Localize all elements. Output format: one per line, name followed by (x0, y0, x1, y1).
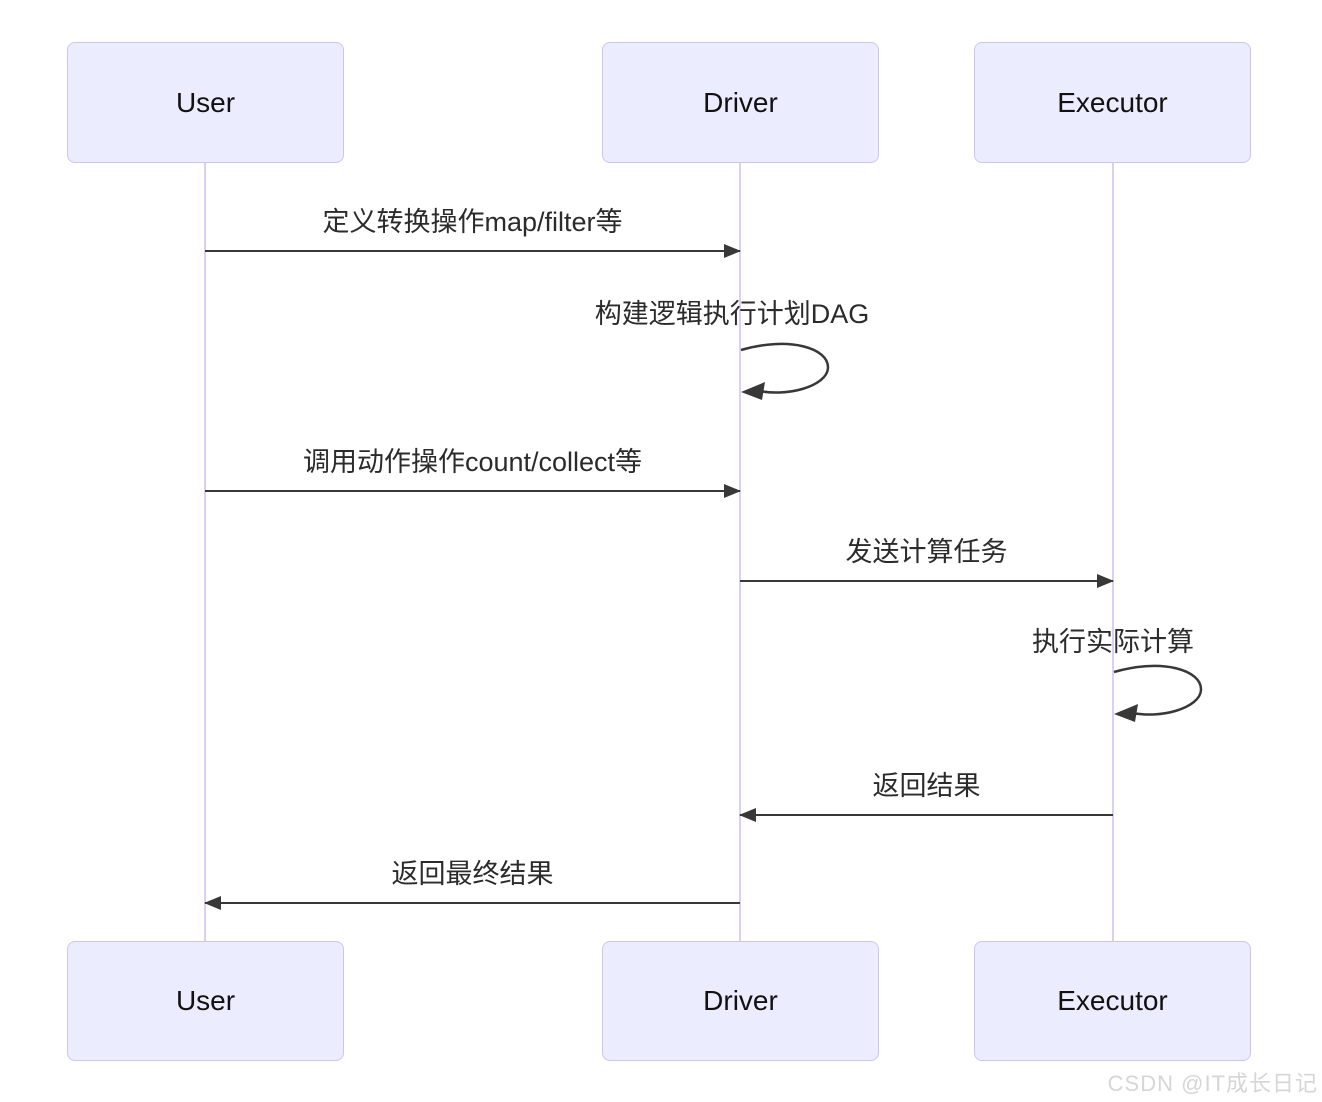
actor-driver-top: Driver (602, 42, 879, 163)
message-label-send-task: 发送计算任务 (845, 537, 1008, 567)
actor-user-top: User (67, 42, 344, 163)
message-label-execute-compute: 执行实际计算 (1032, 627, 1194, 657)
actor-executor-top-label: Executor (1057, 86, 1168, 118)
self-loop-arrow-executor (1113, 664, 1203, 722)
message-arrow-send-task (740, 574, 1114, 588)
actor-driver-top-label: Driver (703, 86, 778, 118)
arrowhead-right-icon (724, 244, 741, 258)
actor-driver-bottom: Driver (602, 941, 879, 1061)
arrowhead-right-icon (1097, 574, 1114, 588)
actor-user-bottom: User (67, 941, 344, 1061)
message-label-return-final-result: 返回最终结果 (391, 859, 554, 889)
message-arrow-return-final-result (204, 896, 740, 910)
message-arrow-return-result (739, 808, 1113, 822)
message-label-define-transform: 定义转换操作map/filter等 (322, 207, 623, 237)
actor-user-top-label: User (175, 86, 236, 118)
lifeline-driver (739, 163, 741, 942)
self-loop-arrow-driver (740, 342, 830, 400)
actor-executor-bottom-label: Executor (1057, 985, 1168, 1016)
message-arrow-call-action (205, 484, 741, 498)
lifeline-executor (1112, 163, 1114, 942)
actor-driver-bottom-label: Driver (703, 985, 778, 1016)
lifeline-user (204, 163, 206, 942)
actor-executor-bottom: Executor (974, 941, 1251, 1061)
actor-user-bottom-label: User (175, 985, 236, 1016)
message-label-call-action: 调用动作操作count/collect等 (302, 447, 643, 477)
arrowhead-right-icon (724, 484, 741, 498)
actor-executor-top: Executor (974, 42, 1251, 163)
message-arrow-define-transform (205, 244, 741, 258)
arrowhead-left-icon (739, 808, 756, 822)
arrowhead-left-icon (204, 896, 221, 910)
message-label-build-dag: 构建逻辑执行计划DAG (594, 299, 870, 329)
csdn-watermark: CSDN @IT成长日记 (1107, 1071, 1318, 1096)
message-label-return-result: 返回结果 (872, 771, 981, 801)
